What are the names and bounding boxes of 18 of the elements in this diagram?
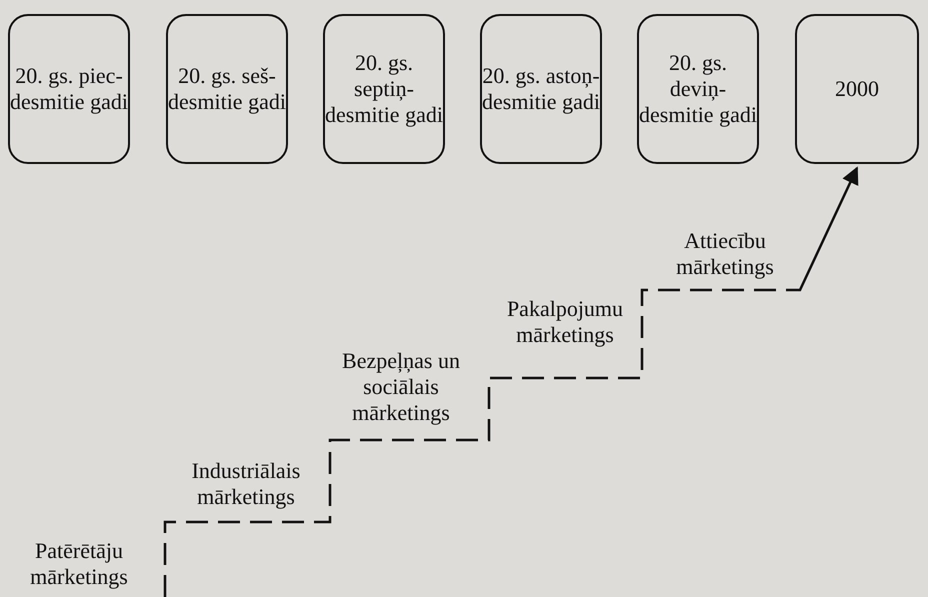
period-box — [166, 14, 288, 164]
stage-label: Pakalpojumu mārketings — [506, 296, 624, 348]
period-label: 20. gs. seš- desmitie gadi — [168, 63, 286, 115]
period-label: 20. gs. piec- desmitie gadi — [10, 63, 128, 115]
period-label: 20. gs. astoņ- desmitie gadi — [482, 63, 600, 115]
period-box — [795, 14, 919, 164]
arrow — [164, 166, 858, 597]
stage-label: Bezpeļņas un sociālais mārketings — [341, 348, 461, 426]
stage-label: Industriālais mārketings — [190, 458, 302, 510]
period-box — [323, 14, 445, 164]
period-box — [480, 14, 602, 164]
period-label: 20. gs. deviņ- desmitie gadi — [639, 50, 757, 128]
stage-label: Patērētāju mārketings — [29, 538, 129, 590]
period-box — [8, 14, 130, 164]
stage-label: Attiecību mārketings — [675, 228, 775, 280]
period-box — [637, 14, 759, 164]
period-label: 2000 — [835, 76, 879, 102]
period-label: 20. gs. septiņ- desmitie gadi — [325, 50, 443, 128]
